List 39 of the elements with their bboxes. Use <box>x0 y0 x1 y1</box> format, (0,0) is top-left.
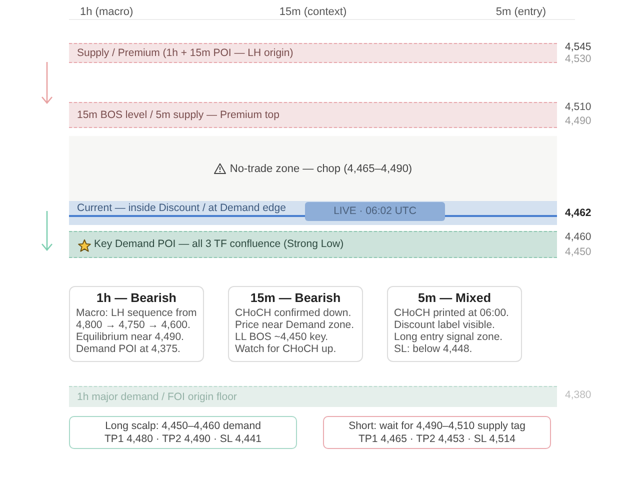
column-header: 1h (macro) <box>80 5 134 19</box>
price-level: 4,545 <box>565 41 592 53</box>
trade-plan-box <box>69 416 297 449</box>
zone-label: 15m BOS level / 5m supply — Premium top <box>77 108 280 123</box>
timeframe-card <box>387 286 522 362</box>
card-heading: 5m — Mixed <box>417 291 492 306</box>
zone-label: Current — inside Discount / at Demand edge <box>77 202 286 214</box>
plan-text: TP1 4,465 · TP2 4,453 · SL 4,514 <box>357 433 517 446</box>
card-text: Macro: LH sequence from 4,800 → 4,750 → 4,600. Equilibrium near 4,490. Demand POI at 4,375. <box>76 307 198 355</box>
plan-text: Short: wait for 4,490–4,510 supply tag <box>348 420 526 433</box>
trade-plan-box <box>323 416 551 449</box>
plan-text: Long scalp: 4,450–4,460 demand <box>104 420 262 433</box>
current-price-band <box>69 201 557 225</box>
price-level: 4,380 <box>565 389 592 401</box>
column-header: 5m (entry) <box>496 5 546 19</box>
price-level: 4,462 <box>565 207 592 219</box>
price-level: 4,510 <box>565 101 592 113</box>
card-text: CHoCH confirmed down. Price near Demand zone. LL BOS ~4,450 key. Watch for CHoCH up. <box>235 307 356 355</box>
timeframe-card <box>228 286 363 362</box>
zone-label: 1h major demand / FOI origin floor <box>77 390 237 405</box>
card-heading: 15m — Bearish <box>249 291 342 306</box>
zone-note: No-trade zone — chop (4,465–4,490) <box>230 162 412 174</box>
price-level: 4,530 <box>565 53 592 65</box>
price-zone-band <box>69 231 557 258</box>
card-heading: 1h — Bearish <box>96 291 178 306</box>
price-zone-band <box>69 102 557 128</box>
timeframe-card <box>69 286 204 362</box>
no-trade-zone <box>69 136 557 201</box>
card-text: CHoCH printed at 06:00. Discount label visible. Long entry signal zone. SL: below 4,448. <box>394 307 510 355</box>
price-level: 4,490 <box>565 115 592 127</box>
price-zone-band <box>69 43 557 63</box>
live-tag: LIVE · 06:02 UTC <box>305 202 445 221</box>
zone-label: Key Demand POI — all 3 TF confluence (Strong Low) <box>94 237 344 252</box>
price-level: 4,450 <box>565 246 592 258</box>
price-level: 4,460 <box>565 231 592 243</box>
price-zone-band <box>69 386 557 407</box>
plan-text: TP1 4,480 · TP2 4,490 · SL 4,441 <box>103 433 263 446</box>
column-header: 15m (context) <box>279 5 347 19</box>
zone-label: Supply / Premium (1h + 15m POI — LH origin) <box>77 46 294 61</box>
